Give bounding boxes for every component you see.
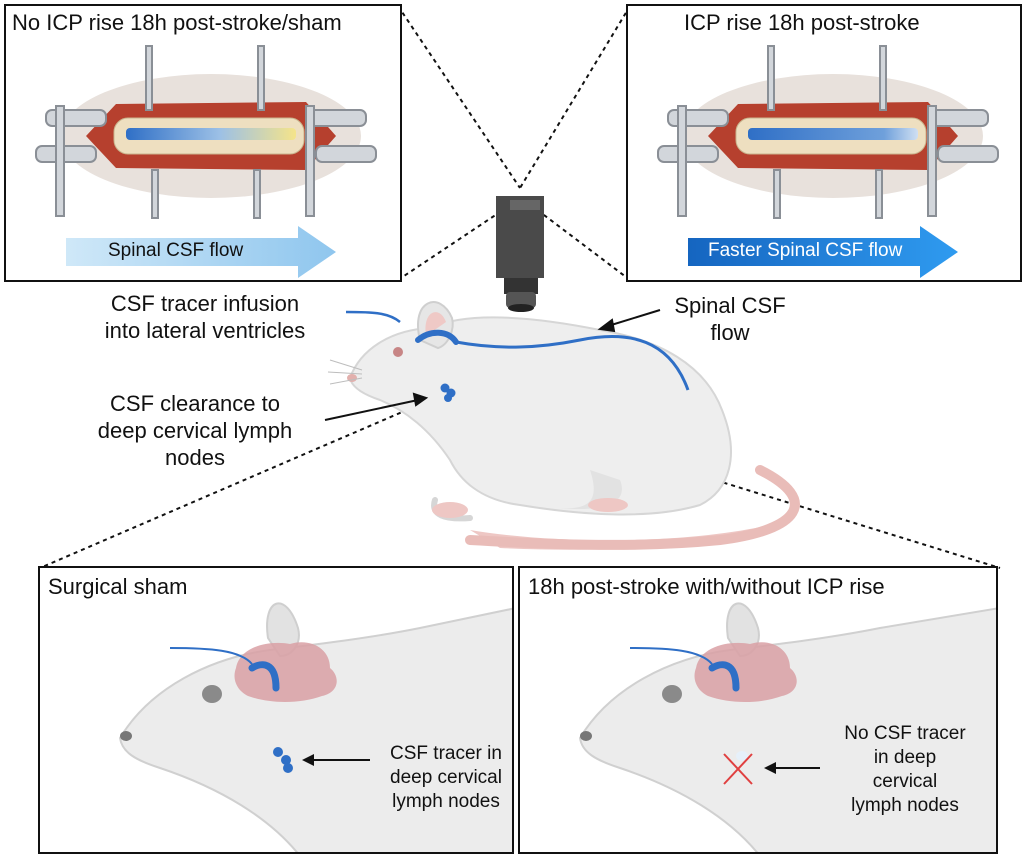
- panel-surgical-sham: Surgical sham CSF tracer in deep cervica…: [38, 566, 514, 854]
- clearance-label-line: nodes: [165, 445, 225, 470]
- panel-title: 18h post-stroke with/without ICP rise: [528, 574, 885, 599]
- annotation-line: CSF tracer in: [390, 743, 502, 764]
- infusion-label-line: into lateral ventricles: [104, 318, 306, 343]
- rat-head-illustration: [118, 602, 512, 852]
- clearance-label-line: CSF clearance to: [110, 391, 280, 416]
- panel-icp-rise: ICP rise 18h post-stroke Faster Spinal C…: [626, 4, 1022, 282]
- panel-title: Surgical sham: [48, 574, 188, 599]
- annotation-line: cervical: [872, 771, 938, 792]
- panel-title: No ICP rise 18h post-stroke/sham: [12, 10, 342, 35]
- camera-icon: [496, 196, 544, 312]
- tracer-absent-annotation: No CSF tracer in deep cervical lymph nod…: [830, 722, 980, 818]
- panel-title: ICP rise 18h post-stroke: [684, 10, 920, 35]
- flow-label: Spinal CSF flow: [108, 240, 244, 261]
- rat-illustration: [327, 301, 800, 550]
- rat-head-illustration: [578, 602, 996, 852]
- spinal-surgery-illustration: [657, 45, 999, 278]
- annotation-line: lymph nodes: [392, 791, 500, 812]
- spinal-flow-label: Spinal CSF flow: [660, 292, 800, 346]
- annotation-line: deep cervical: [390, 767, 502, 788]
- red-cross-icon: [723, 753, 753, 785]
- clearance-label-line: deep cervical lymph: [97, 418, 293, 443]
- spinal-surgery-illustration: [35, 45, 377, 278]
- infusion-label-line: CSF tracer infusion: [110, 291, 300, 316]
- annotation-line: in deep: [873, 747, 937, 768]
- panel-no-icp-rise: No ICP rise 18h post-stroke/sham Spinal …: [4, 4, 402, 282]
- flow-label: Faster Spinal CSF flow: [708, 240, 903, 261]
- spinal-flow-label-line: flow: [710, 320, 750, 345]
- panel-post-stroke: 18h post-stroke with/without ICP rise No…: [518, 566, 998, 854]
- annotation-line: lymph nodes: [851, 795, 959, 816]
- annotation-line: No CSF tracer: [844, 723, 966, 744]
- spinal-flow-label-line: Spinal CSF: [674, 293, 786, 318]
- tracer-present-annotation: CSF tracer in deep cervical lymph nodes: [376, 742, 512, 814]
- dotted-connector-lines: [39, 5, 1001, 569]
- infusion-label: CSF tracer infusion into lateral ventric…: [60, 290, 350, 344]
- label-pointer-arrows: [324, 309, 661, 421]
- clearance-label: CSF clearance to deep cervical lymph nod…: [70, 390, 320, 471]
